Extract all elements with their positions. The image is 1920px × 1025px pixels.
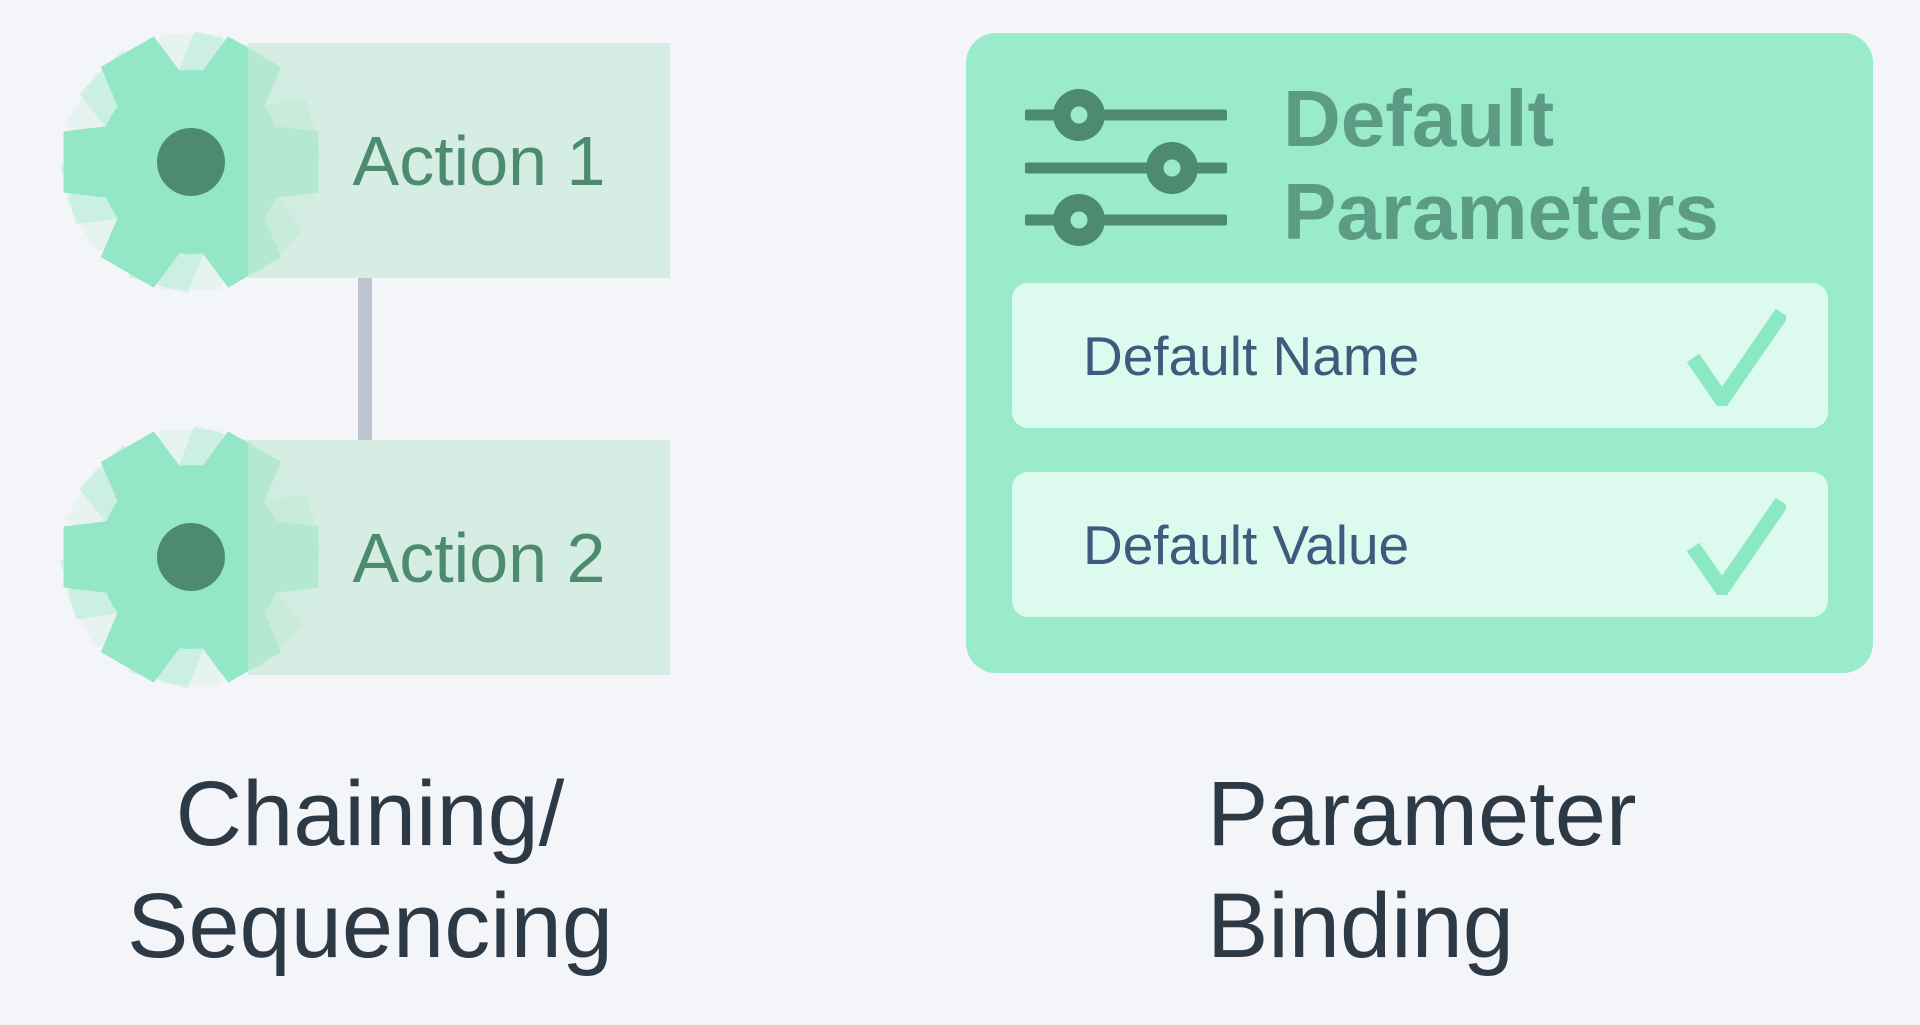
card-title-line-2: Parameters <box>1283 167 1719 256</box>
left-caption: Chaining/ Sequencing <box>60 758 680 982</box>
left-caption-line-2: Sequencing <box>127 875 613 977</box>
card-title: Default Parameters <box>1283 72 1753 258</box>
left-caption-line-1: Chaining/ <box>175 763 565 865</box>
default-parameters-card: Default Parameters Default Name Default … <box>966 33 1873 673</box>
gear-icon <box>56 422 326 692</box>
checkmark-icon <box>1686 497 1786 595</box>
action-2-box: Action 2 <box>248 440 670 675</box>
checkmark-icon <box>1686 308 1786 406</box>
gear-hub <box>157 523 225 591</box>
action-1-label: Action 1 <box>352 121 606 200</box>
card-title-line-1: Default <box>1283 74 1555 163</box>
right-caption-line-1: Parameter <box>1207 763 1637 865</box>
default-name-label: Default Name <box>1083 324 1420 387</box>
right-caption: Parameter Binding <box>1207 758 1637 982</box>
gear-icon <box>56 27 326 297</box>
default-value-label: Default Value <box>1083 513 1410 576</box>
gear-hub <box>157 128 225 196</box>
action-2-label: Action 2 <box>352 518 606 597</box>
default-value-row: Default Value <box>1012 472 1828 617</box>
right-caption-line-2: Binding <box>1207 875 1514 977</box>
action-1-box: Action 1 <box>248 43 670 278</box>
connector-line <box>358 278 372 440</box>
default-name-row: Default Name <box>1012 283 1828 428</box>
sliders-icon <box>1025 89 1227 246</box>
